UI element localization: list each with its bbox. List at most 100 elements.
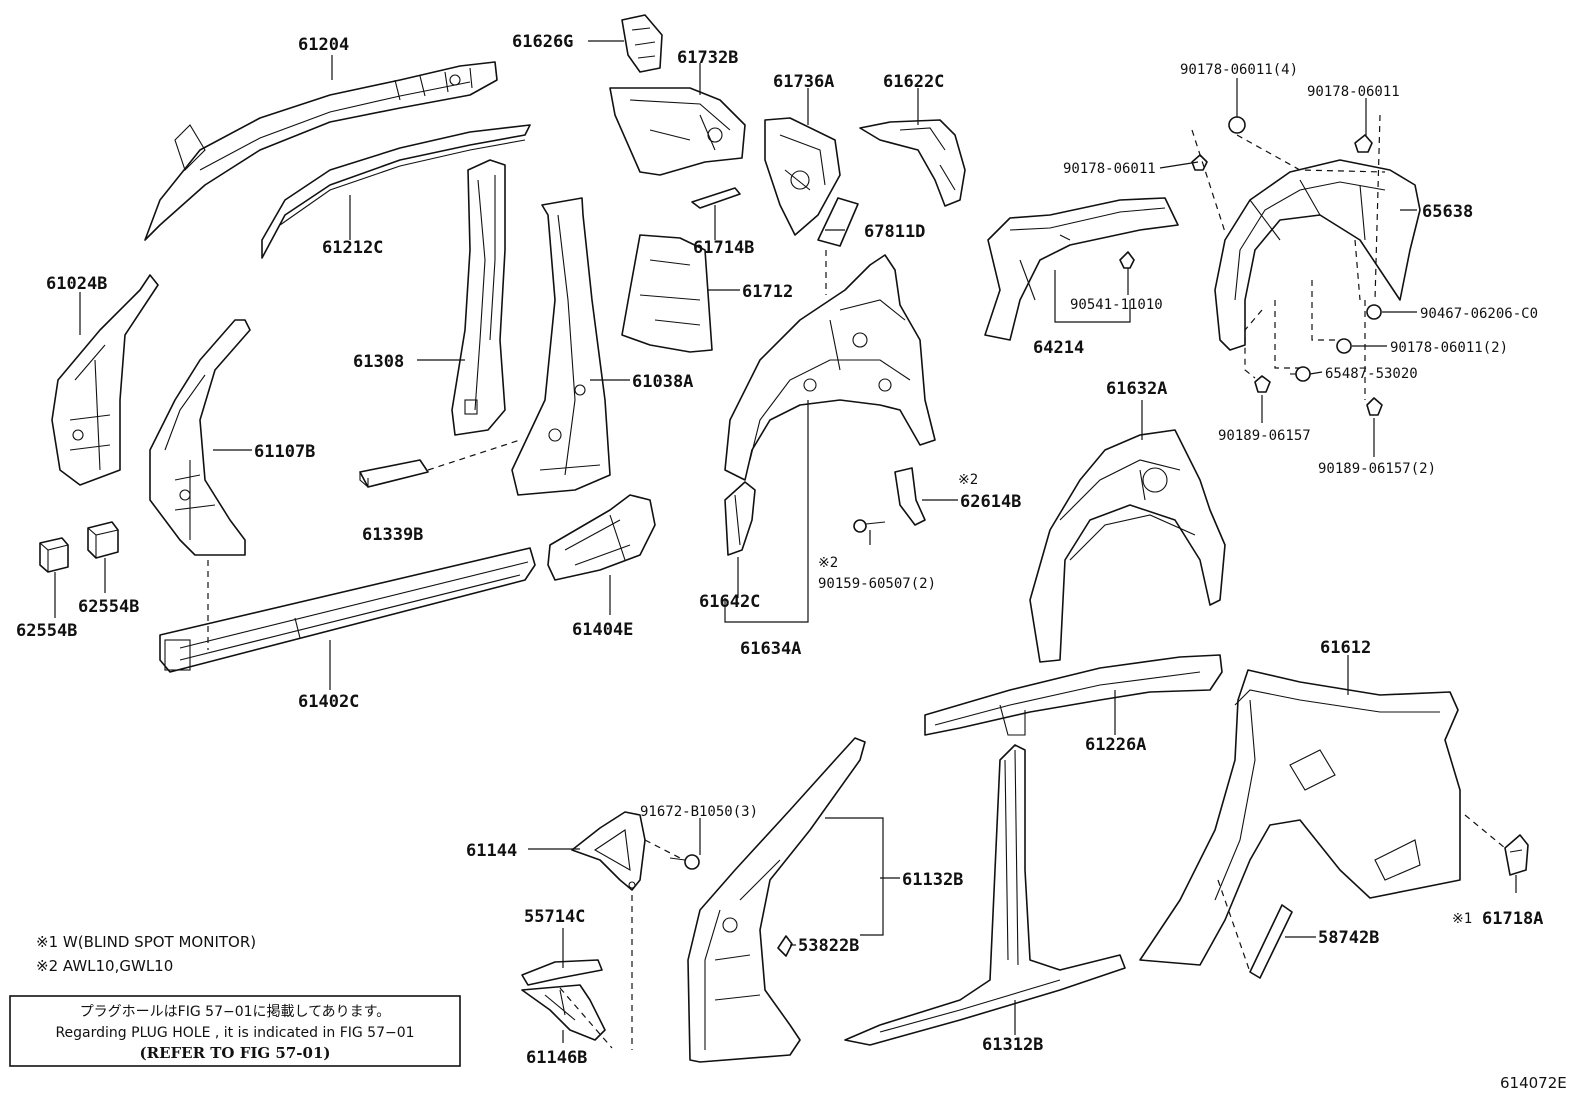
label-90178-06011-4[interactable]: 90178-06011(4) xyxy=(1180,62,1298,78)
label-61642C[interactable]: 61642C xyxy=(699,592,760,612)
label-90178-06011-right[interactable]: 90178-06011 xyxy=(1307,84,1400,100)
label-90178-06011-left[interactable]: 90178-06011 xyxy=(1063,161,1156,177)
assembly-lines xyxy=(207,114,1506,1050)
part-61024B[interactable] xyxy=(51,274,159,486)
label-61132B[interactable]: 61132B xyxy=(902,870,963,890)
part-62614B[interactable] xyxy=(894,467,926,526)
label-62554B-right[interactable]: 62554B xyxy=(78,597,139,617)
label-90178-06011-2[interactable]: 90178-06011(2) xyxy=(1390,340,1508,356)
leader-lines xyxy=(54,40,1517,1043)
label-61339B[interactable]: 61339B xyxy=(362,525,423,545)
label-90467-06206-C0[interactable]: 90467-06206-C0 xyxy=(1420,306,1538,322)
label-90189-06157[interactable]: 90189-06157 xyxy=(1218,428,1311,444)
mark-1-61718A: ※1 xyxy=(1452,911,1472,927)
label-61626G[interactable]: 61626G xyxy=(512,32,573,52)
label-61622C[interactable]: 61622C xyxy=(883,72,944,92)
part-64214[interactable] xyxy=(984,197,1179,341)
part-61622C[interactable] xyxy=(859,119,966,207)
label-58742B[interactable]: 58742B xyxy=(1318,928,1379,948)
label-61107B[interactable]: 61107B xyxy=(254,442,315,462)
part-58742B[interactable] xyxy=(1249,904,1293,979)
part-61612[interactable] xyxy=(1139,669,1461,966)
info-box-frame xyxy=(9,995,461,1067)
label-90541-11010[interactable]: 90541-11010 xyxy=(1070,297,1163,313)
part-90467-nut[interactable] xyxy=(1366,304,1382,320)
part-61132B[interactable] xyxy=(687,737,866,1063)
label-61736A[interactable]: 61736A xyxy=(773,72,834,92)
part-90189-clip-left[interactable] xyxy=(1254,375,1271,393)
part-61204[interactable] xyxy=(144,61,498,241)
reference-marks: ※2 ※2 ※1 xyxy=(818,472,1472,927)
footnote-2: ※2 AWL10,GWL10 xyxy=(36,957,173,975)
label-61144[interactable]: 61144 xyxy=(466,841,517,861)
label-61612[interactable]: 61612 xyxy=(1320,638,1371,658)
label-67811D[interactable]: 67811D xyxy=(864,222,925,242)
part-61038A[interactable] xyxy=(511,197,611,496)
info-box-line-ja: プラグホールはFIG 57−01に掲載してあります。 xyxy=(80,1004,391,1020)
label-64214[interactable]: 64214 xyxy=(1033,338,1084,358)
label-91672-B1050-3[interactable]: 91672-B1050(3) xyxy=(640,804,758,820)
part-65638[interactable] xyxy=(1214,159,1421,351)
part-90541-clip[interactable] xyxy=(1119,251,1135,269)
part-65487-screw[interactable] xyxy=(1290,366,1311,382)
figure-code: 614072E xyxy=(1500,1074,1567,1092)
part-61634A[interactable] xyxy=(724,254,936,481)
part-61146B[interactable] xyxy=(521,984,606,1041)
label-61404E[interactable]: 61404E xyxy=(572,620,633,640)
label-61712[interactable]: 61712 xyxy=(742,282,793,302)
part-61226A[interactable] xyxy=(924,654,1223,736)
part-61632A[interactable] xyxy=(1029,429,1226,663)
label-62554B-left[interactable]: 62554B xyxy=(16,621,77,641)
part-61626G[interactable] xyxy=(621,14,663,73)
part-67811D[interactable] xyxy=(817,197,859,247)
mark-2-62614B: ※2 xyxy=(958,472,978,488)
label-61024B[interactable]: 61024B xyxy=(46,274,107,294)
label-61632A[interactable]: 61632A xyxy=(1106,379,1167,399)
footnotes: ※1 W(BLIND SPOT MONITOR) ※2 AWL10,GWL10 xyxy=(36,933,256,975)
label-61212C[interactable]: 61212C xyxy=(322,238,383,258)
label-55714C[interactable]: 55714C xyxy=(524,907,585,927)
label-61312B[interactable]: 61312B xyxy=(982,1035,1043,1055)
label-53822B[interactable]: 53822B xyxy=(798,936,859,956)
part-61212C[interactable] xyxy=(261,124,531,259)
part-62554B-right[interactable] xyxy=(87,521,119,559)
label-90159-60507-2[interactable]: 90159-60507(2) xyxy=(818,576,936,592)
part-61718A[interactable] xyxy=(1504,834,1529,876)
label-61402C[interactable]: 61402C xyxy=(298,692,359,712)
label-61634A[interactable]: 61634A xyxy=(740,639,801,659)
part-61732B[interactable] xyxy=(609,87,746,176)
label-61146B[interactable]: 61146B xyxy=(526,1048,587,1068)
part-61712[interactable] xyxy=(621,234,713,353)
part-53822B[interactable] xyxy=(777,935,793,957)
part-61107B[interactable] xyxy=(149,319,251,556)
part-62554B-left[interactable] xyxy=(39,537,69,573)
label-61718A[interactable]: 61718A xyxy=(1482,909,1543,929)
part-90178-nut-2[interactable] xyxy=(1336,338,1352,354)
part-61144[interactable] xyxy=(571,811,646,891)
label-90189-06157-2[interactable]: 90189-06157(2) xyxy=(1318,461,1436,477)
part-90189-clip-right[interactable] xyxy=(1366,397,1383,416)
part-61308[interactable] xyxy=(451,159,506,436)
part-91672-bolt[interactable] xyxy=(669,854,700,870)
part-61736A[interactable] xyxy=(764,117,841,236)
part-90159-bolt[interactable] xyxy=(853,519,886,533)
label-61204[interactable]: 61204 xyxy=(298,35,349,55)
label-61714B[interactable]: 61714B xyxy=(693,238,754,258)
part-61339B[interactable] xyxy=(359,459,429,488)
label-61226A[interactable]: 61226A xyxy=(1085,735,1146,755)
part-61404E[interactable] xyxy=(547,494,656,581)
part-61642C[interactable] xyxy=(724,481,756,556)
label-65638[interactable]: 65638 xyxy=(1422,202,1473,222)
part-90178-clip-right[interactable] xyxy=(1354,134,1373,153)
part-61402C[interactable] xyxy=(159,547,536,673)
label-61038A[interactable]: 61038A xyxy=(632,372,693,392)
label-61308[interactable]: 61308 xyxy=(353,352,404,372)
label-61732B[interactable]: 61732B xyxy=(677,48,738,68)
part-61714B[interactable] xyxy=(691,187,741,209)
part-61312B[interactable] xyxy=(844,744,1126,1046)
label-62614B[interactable]: 62614B xyxy=(960,492,1021,512)
part-55714C[interactable] xyxy=(521,959,603,986)
label-65487-53020[interactable]: 65487-53020 xyxy=(1325,366,1418,382)
part-90178-clip-top[interactable] xyxy=(1228,116,1246,134)
